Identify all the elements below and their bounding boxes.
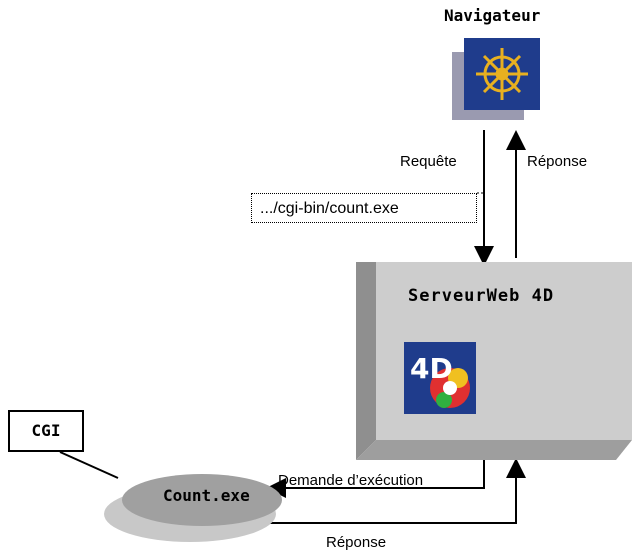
response-arrow-bottom	[240, 458, 526, 524]
exec-request-label: Demande d’exécution	[278, 472, 424, 489]
count-exe-label: Count.exe	[163, 486, 250, 505]
exec-request-arrow	[266, 460, 485, 498]
cgi-box: CGI	[8, 410, 84, 452]
url-box: .../cgi-bin/count.exe	[251, 193, 477, 223]
request-label: Requête	[400, 153, 457, 170]
ship-wheel-icon	[452, 38, 540, 120]
cgi-connector	[59, 451, 119, 479]
4d-logo-icon: 4D	[404, 342, 476, 414]
response-top-label: Réponse	[527, 153, 588, 170]
svg-text:4D: 4D	[410, 352, 453, 385]
navigator-title: Navigateur	[444, 6, 541, 25]
server-title: ServeurWeb 4D	[408, 286, 555, 306]
response-bottom-label: Réponse	[326, 534, 387, 551]
